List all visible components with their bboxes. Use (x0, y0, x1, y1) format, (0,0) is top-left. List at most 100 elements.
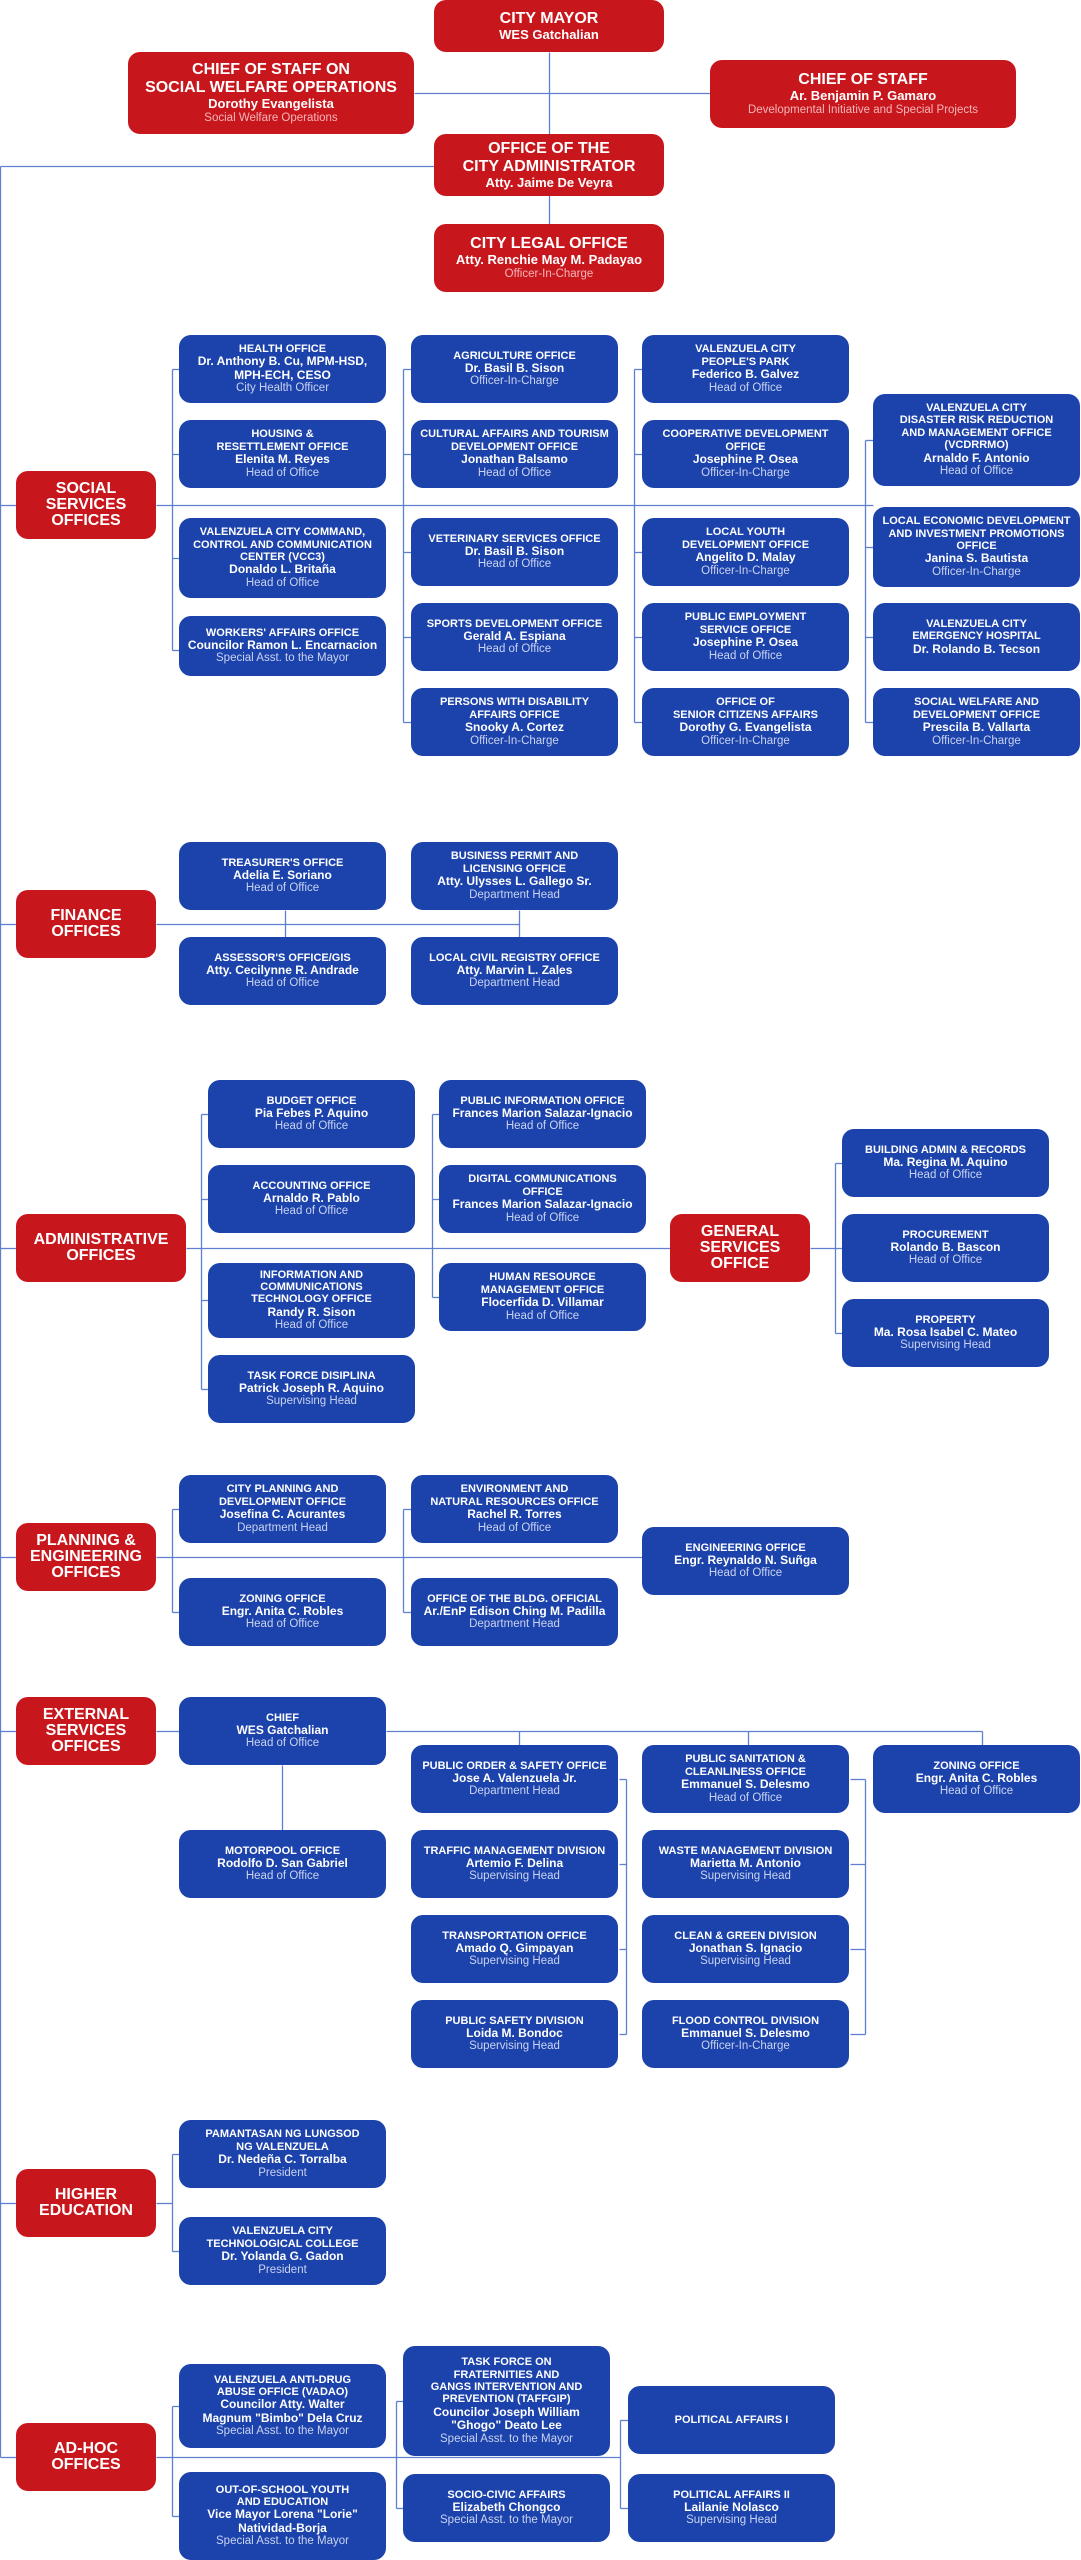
office-title: WORKERS' AFFAIRS OFFICE (205, 626, 360, 639)
office-head-role: President (258, 2263, 307, 2276)
office-head-role: Department Head (469, 977, 560, 990)
office-head-role: Supervising Head (469, 1870, 560, 1883)
office-head-name: Artemio F. Delina (465, 1855, 564, 1870)
office-head-role: Head of Office (708, 1567, 783, 1580)
office-title: TASK FORCE ON FRATERNITIES AND GANGS INT… (430, 2356, 583, 2406)
office-title: AGRICULTURE OFFICE (453, 349, 576, 362)
office-head-name: Arnaldo F. Antonio (923, 450, 1030, 465)
office-head-role: Head of Office (245, 466, 320, 479)
office-head-role: Special Asst. to the Mayor (216, 2535, 349, 2548)
office-head-role: Head of Office (908, 1254, 983, 1267)
office-title: SOCIO-CIVIC AFFAIRS (447, 2488, 566, 2501)
office-head-role: Head of Office (708, 1791, 783, 1804)
office-title: PUBLIC INFORMATION OFFICE (460, 1094, 625, 1107)
office-tafgip: TASK FORCE ON FRATERNITIES AND GANGS INT… (403, 2346, 610, 2456)
office-head-name: Dorothy Evangelista (208, 96, 334, 112)
office-title: OUT-OF-SCHOOL YOUTH AND EDUCATION (215, 2483, 350, 2508)
office-title: CLEAN & GREEN DIVISION (674, 1929, 817, 1942)
office-head-name: Snooky A. Cortez (465, 720, 564, 735)
category-higher: HIGHER EDUCATION (16, 2169, 156, 2237)
office-head-role: Head of Office (245, 576, 320, 589)
category-general: GENERAL SERVICES OFFICE (670, 1214, 810, 1282)
office-head-role: Head of Office (274, 1319, 349, 1332)
office-title: CITY LEGAL OFFICE (470, 235, 628, 253)
category-label: AD-HOC OFFICES (51, 2440, 121, 2473)
office-title: TASK FORCE DISIPLINA (247, 1369, 376, 1382)
office-head-role: Department Head (469, 888, 560, 901)
office-head-role: Head of Office (708, 381, 783, 394)
office-head-name: WES Gatchalian (236, 1722, 329, 1737)
category-label: HIGHER EDUCATION (39, 2186, 133, 2219)
office-title: COOPERATIVE DEVELOPMENT OFFICE (662, 428, 829, 453)
office-head-name: Jose A. Valenzuela Jr. (452, 1770, 577, 1785)
office-head-role: Officer-In-Charge (701, 734, 790, 747)
office-head-role: Head of Office (477, 1521, 552, 1534)
office-title: HOUSING & RESETTLEMENT OFFICE (216, 428, 349, 453)
office-head-name: Frances Marion Salazar-Ignacio (452, 1105, 633, 1120)
office-head-name: Dr. Rolando B. Tecson (912, 641, 1041, 656)
office-head-name: Vice Mayor Lorena "Lorie" Natividad-Borj… (207, 2507, 358, 2535)
office-ict: INFORMATION AND COMMUNICATIONS TECHNOLOG… (208, 1263, 415, 1338)
office-head-name: Emmanuel S. Delesmo (681, 2025, 810, 2040)
office-head-role: Developmental Initiative and Special Pro… (747, 103, 979, 116)
office-title: OFFICE OF THE CITY ADMINISTRATOR (462, 139, 636, 175)
office-head-name: Amado Q. Gimpayan (455, 1940, 574, 1955)
office-title: BUSINESS PERMIT AND LICENSING OFFICE (450, 850, 579, 875)
office-head-role: Head of Office (245, 977, 320, 990)
office-head-name: Jonathan S. Ignacio (688, 1940, 803, 1955)
office-head-role: Head of Office (477, 643, 552, 656)
office-head-role: Supervising Head (469, 2040, 560, 2053)
office-title: VALENZUELA CITY PEOPLE'S PARK (695, 343, 796, 368)
category-label: SOCIAL SERVICES OFFICES (45, 480, 127, 529)
office-title: PROCUREMENT (902, 1228, 989, 1241)
office-title: HEALTH OFFICE (238, 342, 327, 355)
office-title: LOCAL ECONOMIC DEVELOPMENT AND INVESTMEN… (882, 515, 1071, 552)
office-head-name: Ma. Regina M. Aquino (883, 1154, 1008, 1169)
office-head-role: Special Asst. to the Mayor (440, 2514, 573, 2527)
office-head-role: Officer-In-Charge (470, 375, 559, 388)
office-head-name: Arnaldo R. Pablo (263, 1190, 360, 1205)
office-title: VALENZUELA ANTI-DRUG ABUSE OFFICE (VADAO… (213, 2373, 352, 2398)
office-head-name: Federico B. Galvez (691, 367, 800, 382)
office-title: PUBLIC EMPLOYMENT SERVICE OFFICE (684, 611, 807, 636)
office-head-name: Dr. Anthony B. Cu, MPM-HSD, MPH-ECH, CES… (197, 354, 368, 382)
office-head-role: Supervising Head (700, 1870, 791, 1883)
office-head-name: Dorothy G. Evangelista (679, 720, 812, 735)
office-title: PUBLIC ORDER & SAFETY OFFICE (422, 1759, 607, 1772)
office-head-name: Atty. Marvin L. Zales (456, 962, 573, 977)
office-title: CITY PLANNING AND DEVELOPMENT OFFICE (218, 1483, 347, 1508)
office-title: LOCAL CIVIL REGISTRY OFFICE (429, 951, 600, 964)
office-head-role: Head of Office (505, 1211, 580, 1224)
office-title: ZONING OFFICE (239, 1592, 326, 1605)
office-title: HUMAN RESOURCE MANAGEMENT OFFICE (480, 1271, 605, 1296)
office-head-name: Elizabeth Chongco (452, 2499, 561, 2514)
office-head-name: Ar. Benjamin P. Gamaro (789, 88, 937, 104)
category-label: EXTERNAL SERVICES OFFICES (42, 1706, 130, 1755)
office-head-name: Dr. Nedeña C. Torralba (218, 2152, 347, 2167)
office-head-role: Supervising Head (686, 2514, 777, 2527)
office-head-role: Social Welfare Operations (204, 111, 338, 124)
office-head-name: Ar./EnP Edison Ching M. Padilla (423, 1603, 606, 1618)
